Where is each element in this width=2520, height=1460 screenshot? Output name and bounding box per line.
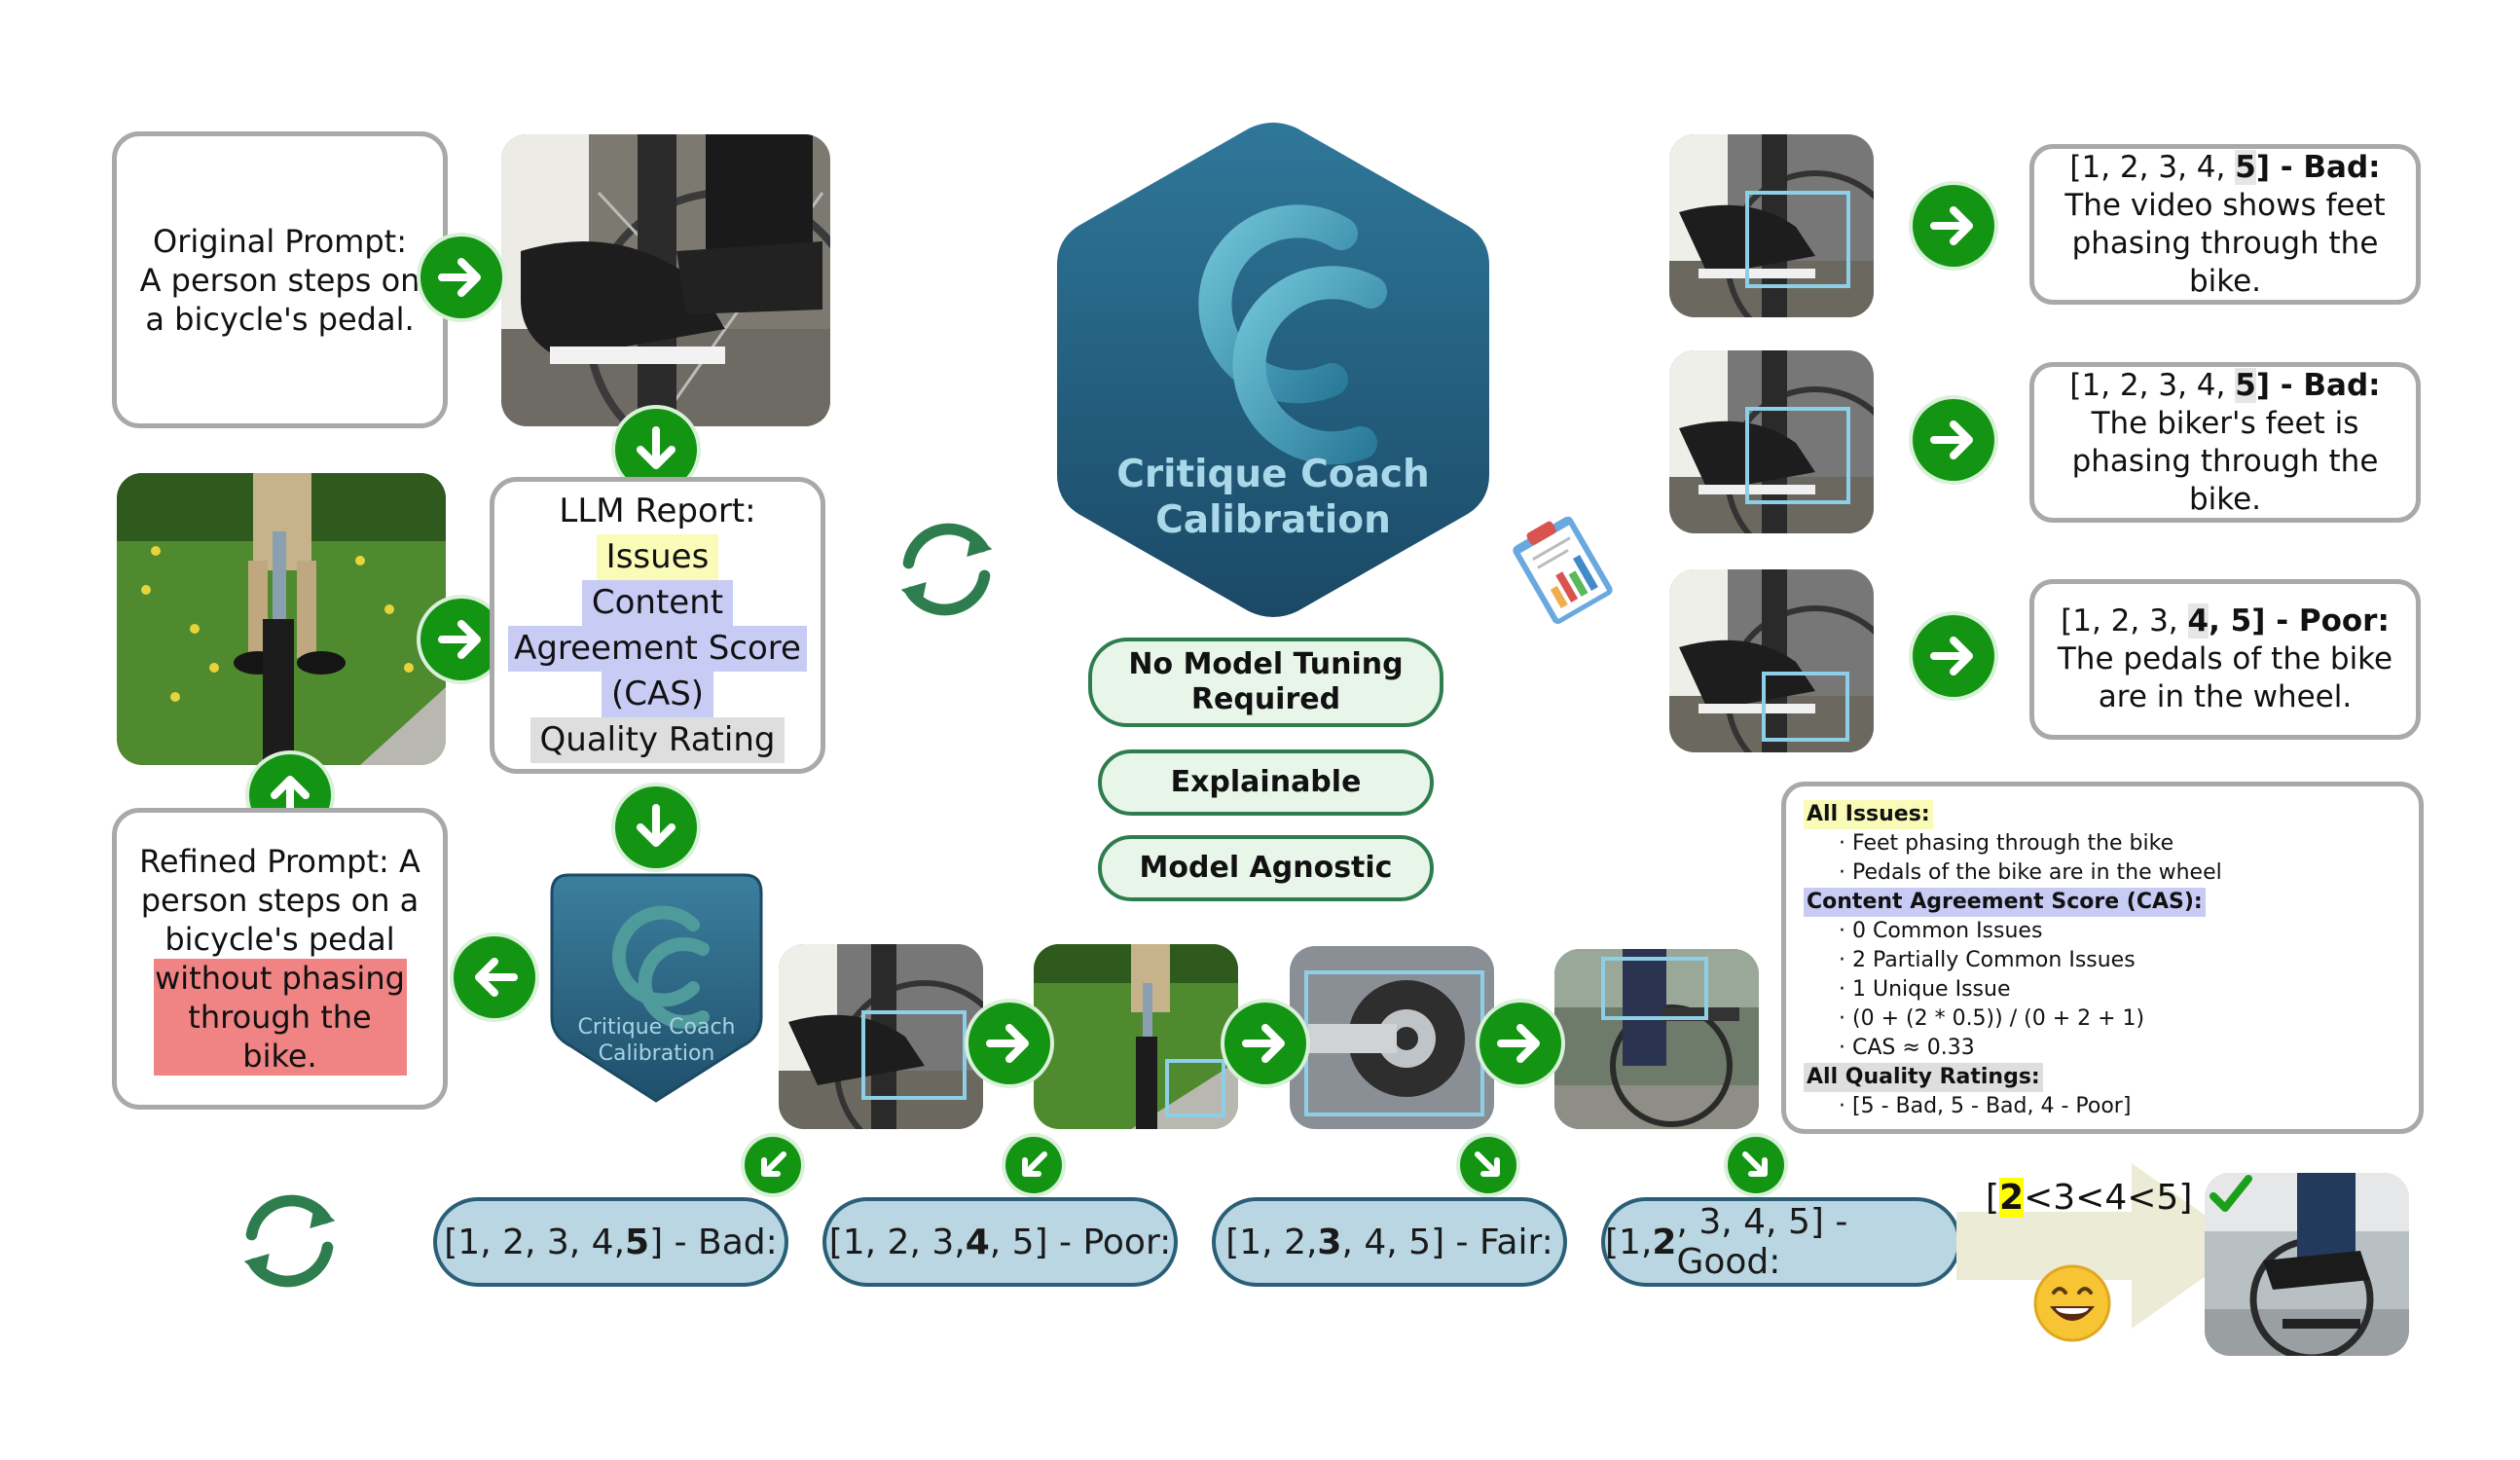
- final-result-frame: [2205, 1173, 2409, 1356]
- sequence-frame-2: [1034, 944, 1238, 1129]
- issue-highlight-box: [1762, 672, 1849, 742]
- arrow-right-icon: [420, 599, 502, 680]
- refined-prompt-highlight: without phasing through the bike.: [153, 959, 407, 1076]
- logo-title-line2: Calibration: [1155, 498, 1391, 542]
- refresh-cycle-icon: [881, 506, 1012, 633]
- critique-verdict-2: [1, 2, 3, 4, 5] - Bad: The biker's feet …: [2029, 362, 2421, 523]
- arrow-right-icon: [1913, 399, 1994, 481]
- verdict-text: The biker's feet is phasing through the …: [2071, 405, 2379, 517]
- arrow-right-icon: [1913, 615, 1994, 697]
- summary-cas-head: Content Agreement Score (CAS):: [1804, 888, 2206, 917]
- feature-no-model-tuning: No Model Tuning Required: [1088, 638, 1443, 727]
- verdict-text: The pedals of the bike are in the wheel.: [2057, 641, 2393, 714]
- arrow-right-icon: [420, 237, 502, 318]
- critique-coach-logo: Critique Coach Calibration: [1040, 117, 1507, 623]
- issue-highlight-box: [1601, 957, 1708, 1020]
- verdict-scale: [1, 2, 3, 4, 5] - Bad:: [2069, 367, 2381, 403]
- original-prompt-text: A person steps on a bicycle's pedal.: [139, 261, 420, 338]
- logo-title-line1: Critique Coach: [1116, 453, 1430, 496]
- sequence-frame-1: [779, 944, 983, 1129]
- llm-report-title: LLM Report:: [559, 491, 756, 530]
- critique-frame-3: [1669, 569, 1874, 752]
- feature-explainable: Explainable: [1098, 749, 1434, 816]
- smiley-icon: [2032, 1263, 2112, 1343]
- llm-report-issues: Issues: [596, 533, 719, 580]
- score-pill-poor: [1, 2, 3, 4, 5] - Poor:: [822, 1197, 1178, 1287]
- summary-box: All Issues: · Feet phasing through the b…: [1781, 782, 2424, 1134]
- verdict-scale: [1, 2, 3, 4, 5] - Bad:: [2069, 149, 2381, 185]
- summary-cas-item: · (0 + (2 * 0.5)) / (0 + 2 + 1): [1839, 1006, 2145, 1031]
- summary-cas-item: · 2 Partially Common Issues: [1839, 948, 2136, 972]
- score-pill-bad: [1, 2, 3, 4, 5] - Bad:: [433, 1197, 788, 1287]
- arrow-down-right-icon: [1728, 1137, 1784, 1193]
- arrow-right-icon: [1479, 1003, 1561, 1084]
- issue-highlight-box: [1304, 970, 1484, 1116]
- arrow-down-left-icon: [1005, 1137, 1062, 1193]
- sequence-frame-4: [1554, 949, 1759, 1129]
- arrow-down-left-icon: [745, 1137, 801, 1193]
- small-logo-line2: Calibration: [598, 1041, 715, 1066]
- llm-report-cas: (CAS): [601, 671, 714, 717]
- arrow-down-right-icon: [1460, 1137, 1516, 1193]
- checkmark-icon: [2208, 1173, 2254, 1216]
- critique-coach-small-logo: Critique Coach Calibration: [547, 871, 766, 1105]
- summary-issue-item: · Feet phasing through the bike: [1839, 831, 2174, 856]
- critique-verdict-3: [1, 2, 3, 4, 5] - Poor: The pedals of th…: [2029, 579, 2421, 740]
- summary-cas-item: · CAS ≈ 0.33: [1839, 1036, 1975, 1060]
- arrow-right-icon: [1913, 185, 1994, 267]
- llm-report-content: Content: [581, 579, 734, 626]
- refined-prompt-text: Refined Prompt: A person steps on a bicy…: [139, 843, 420, 958]
- score-pill-fair: [1, 2, 3, 4, 5] - Fair:: [1212, 1197, 1567, 1287]
- arrow-right-icon: [968, 1003, 1050, 1084]
- arrow-down-icon: [615, 786, 697, 868]
- video-frame-cyclist-grass: [117, 473, 446, 765]
- small-logo-line1: Critique Coach: [577, 1015, 736, 1040]
- critique-verdict-1: [1, 2, 3, 4, 5] - Bad: The video shows f…: [2029, 144, 2421, 305]
- critique-frame-2: [1669, 350, 1874, 533]
- summary-cas-item: · 1 Unique Issue: [1839, 977, 2011, 1002]
- progress-arrow-icon: [1956, 1163, 2248, 1329]
- verdict-scale: [1, 2, 3, 4, 5] - Poor:: [2061, 603, 2390, 639]
- summary-issue-item: · Pedals of the bike are in the wheel: [1839, 860, 2222, 885]
- original-prompt-label: Original Prompt:: [153, 222, 407, 260]
- summary-issues-head: All Issues:: [1804, 800, 1933, 829]
- critique-frame-1: [1669, 134, 1874, 317]
- issue-highlight-box: [1165, 1059, 1225, 1117]
- llm-report-quality: Quality Rating: [530, 716, 785, 763]
- ranking-text: [2<3<4<5]: [1986, 1178, 2193, 1218]
- sequence-frame-3: [1290, 946, 1494, 1129]
- summary-cas-item: · 0 Common Issues: [1839, 919, 2043, 943]
- clipboard-chart-icon: [1499, 511, 1625, 628]
- arrow-left-icon: [454, 936, 535, 1018]
- original-prompt-box: Original Prompt: A person steps on a bic…: [112, 131, 448, 428]
- summary-rating-item: · [5 - Bad, 5 - Bad, 4 - Poor]: [1839, 1094, 2132, 1118]
- issue-highlight-box: [1745, 191, 1850, 288]
- issue-highlight-box: [1745, 407, 1850, 504]
- llm-report-agreement: Agreement Score: [508, 625, 807, 672]
- video-frame-pedal-closeup: [501, 134, 830, 426]
- score-pill-good: [1, 2, 3, 4, 5] - Good:: [1601, 1197, 1961, 1287]
- summary-ratings-head: All Quality Ratings:: [1804, 1063, 2043, 1092]
- llm-report-box: LLM Report: Issues Content Agreement Sco…: [490, 477, 825, 774]
- refined-prompt-box: Refined Prompt: A person steps on a bicy…: [112, 808, 448, 1110]
- arrow-right-icon: [1224, 1003, 1306, 1084]
- refresh-cycle-icon: [224, 1178, 355, 1304]
- issue-highlight-box: [861, 1010, 967, 1100]
- verdict-text: The video shows feet phasing through the…: [2064, 187, 2386, 299]
- feature-model-agnostic: Model Agnostic: [1098, 835, 1434, 901]
